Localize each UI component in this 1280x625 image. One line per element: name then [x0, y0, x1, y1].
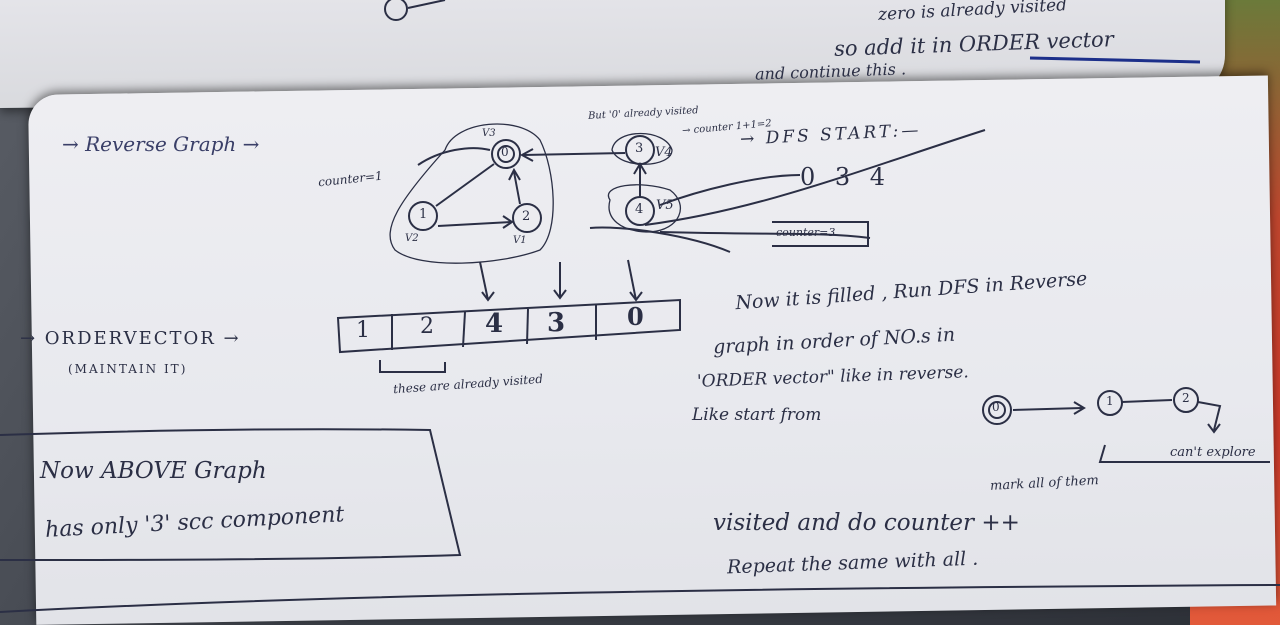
explanation-line4: Like start from — [692, 405, 822, 425]
graph-node-tag: V3 — [482, 128, 496, 139]
graph-node-label: 2 — [522, 209, 531, 224]
graph-node-label: 4 — [635, 202, 644, 217]
graph-node-label: 1 — [419, 207, 428, 222]
graph-node-label: 0 — [501, 145, 509, 159]
box-line1: Now ABOVE Graph — [40, 458, 267, 484]
order-vector-cell: 3 — [547, 308, 566, 338]
graph-node-tag: V1 — [513, 235, 527, 246]
chain-node: 2 — [1182, 391, 1190, 405]
chain-node: 0 — [992, 400, 1000, 414]
graph-node-tag: V4 — [655, 145, 673, 160]
order-vector-cell: 2 — [420, 314, 434, 339]
order-vector-cell: 4 — [485, 309, 504, 339]
graph-node-label: 3 — [635, 141, 644, 156]
counter-right: counter=3 — [776, 226, 836, 239]
cant-explore-note: can't explore — [1170, 445, 1256, 460]
order-vector-label: → ORDERVECTOR → — [20, 328, 241, 349]
chain-node: 1 — [1106, 394, 1114, 408]
order-vector-sub: (MAINTAIN IT) — [68, 362, 188, 376]
explanation-line5: visited and do counter ++ — [713, 510, 1020, 536]
graph-node-tag: V2 — [405, 233, 419, 244]
order-vector-cell: 1 — [356, 318, 370, 343]
reverse-graph-label: → Reverse Graph → — [62, 132, 260, 156]
graph-node-tag: V5 — [656, 198, 674, 213]
dfs-sequence: 0 3 4 — [800, 163, 892, 191]
order-vector-cell: 0 — [627, 302, 644, 331]
